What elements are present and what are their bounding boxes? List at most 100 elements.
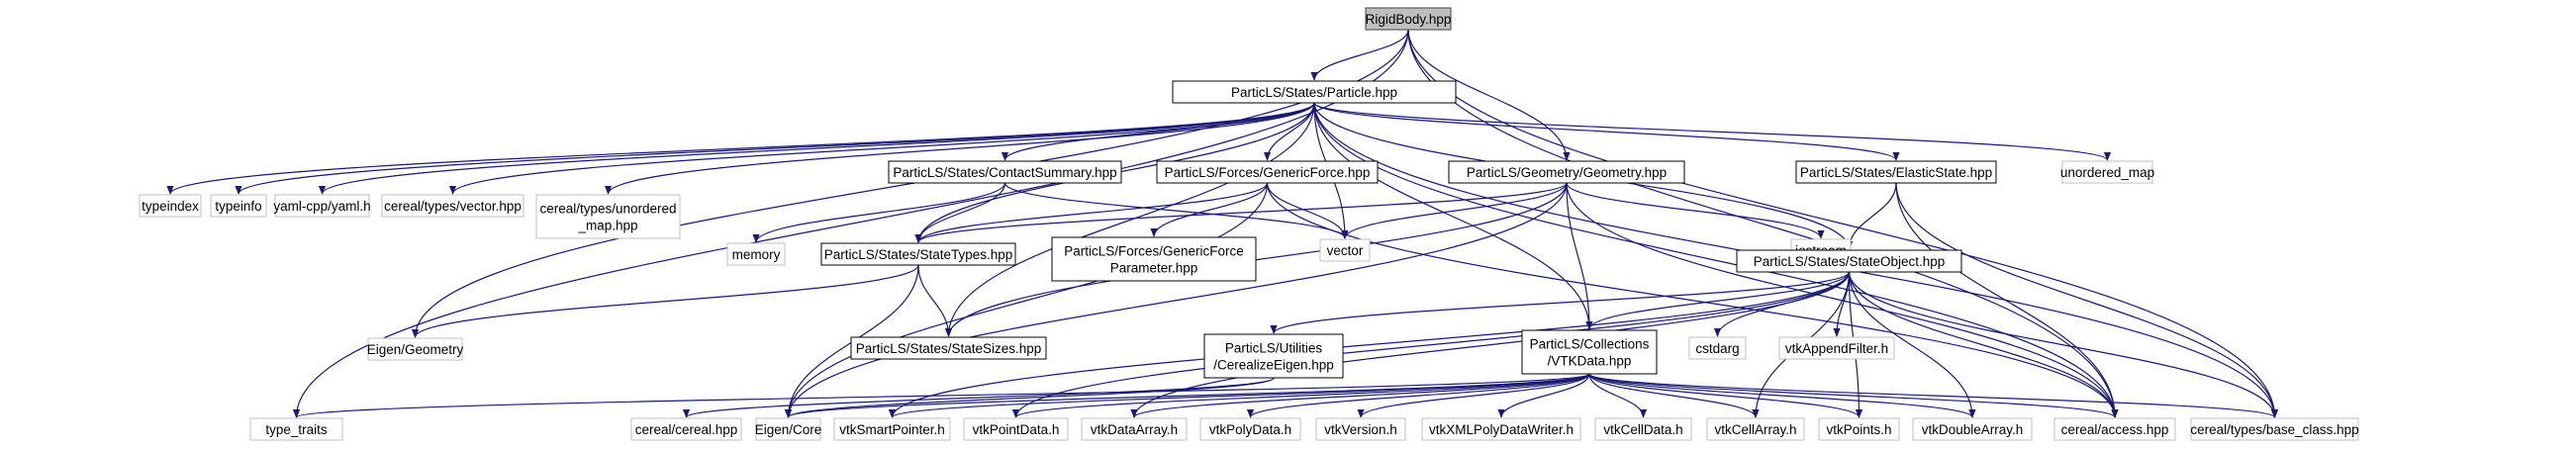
node-rigidbody[interactable]: RigidBody.hpp [1365, 7, 1452, 31]
node-cereal-vector: cereal/types/vector.hpp [381, 194, 525, 218]
node-label: ParticLS/States/Particle.hpp [1231, 85, 1397, 100]
node-label: vtkCellArray.h [1714, 422, 1796, 437]
edge-vtkdata-to-vtk_cell_data [1588, 373, 1648, 418]
node-box [1421, 417, 1581, 441]
node-state-types[interactable]: ParticLS/States/StateTypes.hpp [820, 242, 1016, 266]
node-label: cereal/access.hpp [2061, 422, 2169, 437]
node-vtk-version: vtkVersion.h [1315, 417, 1406, 441]
node-label: vtkDoubleArray.h [1922, 422, 2024, 437]
edge-particle-to-cereal_access [1313, 102, 2119, 418]
node-label: /CerealizeEigen.hpp [1213, 358, 1334, 373]
edge-generic_force-to-state_types [914, 182, 1269, 243]
node-label: typeinfo [215, 199, 261, 214]
node-label: Eigen/Geometry [367, 342, 464, 357]
node-label: ParticLS/States/ElasticState.hpp [1800, 165, 1992, 180]
edge-particle-to-yaml [319, 102, 1315, 195]
node-generic-force[interactable]: ParticLS/Forces/GenericForce.hpp [1156, 160, 1379, 184]
node-label: memory [732, 247, 781, 262]
edge-particle-to-vtkdata [1313, 102, 1593, 330]
node-label: unordered_map [2060, 165, 2154, 180]
edge-geometry_hpp-to-eigen_core [784, 182, 1568, 418]
edge-particle-to-elastic_state [1313, 102, 1900, 161]
node-vtkdata[interactable]: ParticLS/Collections/VTKData.hpp [1521, 329, 1658, 375]
edge-particle-to-state_sizes [944, 102, 1315, 337]
edge-elastic_state-to-cereal_base_class [1895, 182, 2279, 418]
edge-state_object-to-cereal_access [1848, 271, 2119, 418]
node-box [249, 417, 343, 441]
node-label: typeindex [142, 199, 199, 214]
node-type-traits: type_traits [249, 417, 343, 441]
node-state-object[interactable]: ParticLS/States/StateObject.hpp [1736, 249, 1962, 273]
node-label: cstdarg [1695, 341, 1739, 356]
edge-cerealize_eigen-to-cereal_cereal [683, 377, 1275, 418]
node-label: ParticLS/Collections [1530, 337, 1650, 352]
node-label: ParticLS/States/StateTypes.hpp [824, 247, 1013, 262]
node-label: ParticLS/Forces/GenericForce.hpp [1165, 165, 1371, 180]
node-contact-summary[interactable]: ParticLS/States/ContactSummary.hpp [888, 160, 1122, 184]
node-eigen-core: Eigen/Core [755, 417, 821, 441]
node-box [1081, 417, 1188, 441]
node-box [726, 242, 786, 266]
edge-particle-to-unordered_map [1313, 102, 2111, 161]
node-box [755, 417, 821, 441]
node-label: yaml-cpp/yaml.h [273, 199, 370, 214]
edge-vtkdata-to-cereal_access [1588, 373, 2119, 418]
node-cereal-unordered-map: cereal/types/unordered_map.hpp [535, 194, 681, 239]
node-box [210, 194, 267, 218]
node-box [1203, 333, 1344, 379]
node-box [1688, 336, 1747, 360]
edge-contact_summary-to-state_types [914, 182, 1006, 243]
node-vtk-poly-data: vtkPolyData.h [1199, 417, 1301, 441]
node-typeinfo: typeinfo [210, 194, 267, 218]
node-box [963, 417, 1069, 441]
node-label: cereal/types/base_class.hpp [2190, 422, 2358, 437]
node-elastic-state[interactable]: ParticLS/States/ElasticState.hpp [1795, 160, 1997, 184]
node-box [1448, 160, 1685, 184]
node-particle[interactable]: ParticLS/States/Particle.hpp [1172, 80, 1457, 104]
node-cstdarg: cstdarg [1688, 336, 1747, 360]
edge-vtkdata-to-vtk_poly_data [1247, 373, 1590, 418]
node-cereal-cereal: cereal/cereal.hpp [630, 417, 742, 441]
node-box [1172, 80, 1457, 104]
node-label: vtkAppendFilter.h [1785, 341, 1888, 356]
node-label: RigidBody.hpp [1366, 12, 1452, 27]
node-box [1795, 160, 1997, 184]
edge-state_object-to-vtk_point_data [1012, 271, 1851, 418]
node-generic-force-param[interactable]: ParticLS/Forces/GenericForceParameter.hp… [1051, 236, 1257, 282]
node-box [1199, 417, 1301, 441]
node-state-sizes[interactable]: ParticLS/States/StateSizes.hpp [850, 336, 1047, 360]
node-label: vtkXMLPolyDataWriter.h [1429, 422, 1574, 437]
edge-state_types-to-eigen_geometry [412, 264, 919, 338]
edge-vtkdata-to-cereal_base_class [1588, 373, 2278, 418]
edge-particle-to-cereal_unordered_map [605, 102, 1315, 195]
node-box [1912, 417, 2033, 441]
node-box [1778, 336, 1895, 360]
node-geometry-hpp[interactable]: ParticLS/Geometry/Geometry.hpp [1448, 160, 1685, 184]
node-unordered-map: unordered_map [2060, 160, 2154, 184]
node-box [820, 242, 1016, 266]
node-label: ParticLS/Geometry/Geometry.hpp [1467, 165, 1667, 180]
edge-particle-to-typeinfo [235, 102, 1315, 195]
node-box [888, 160, 1122, 184]
edge-generic_force-to-cereal_access [1266, 182, 2119, 418]
node-vtk-points: vtkPoints.h [1818, 417, 1900, 441]
node-label: ParticLS/States/StateSizes.hpp [856, 341, 1042, 356]
node-vtk-point-data: vtkPointData.h [963, 417, 1069, 441]
node-cerealize-eigen[interactable]: ParticLS/Utilities/CerealizeEigen.hpp [1203, 333, 1344, 379]
edge-vtkdata-to-vtk_cell_array [1588, 373, 1760, 418]
edge-vtkdata-to-vtk_smart_pointer [889, 373, 1590, 418]
edge-vtkdata-to-vtk_version [1357, 373, 1590, 418]
edge-vtkdata-to-vtk_data_array [1130, 373, 1590, 418]
node-box [2190, 417, 2359, 441]
node-label: vector [1327, 243, 1364, 258]
node-label: ParticLS/States/StateObject.hpp [1754, 254, 1946, 269]
edge-vtkdata-to-vtk_xml_poly_data_writer [1497, 373, 1590, 418]
node-box [381, 194, 525, 218]
edge-generic_force-to-generic_force_param [1150, 182, 1269, 237]
node-label: vtkDataArray.h [1091, 422, 1178, 437]
node-box [274, 194, 370, 218]
node-label: vtkSmartPointer.h [839, 422, 945, 437]
edge-state_object-to-cereal_base_class [1848, 271, 2279, 418]
edge-geometry_hpp-to-state_types [914, 182, 1568, 243]
node-box [1594, 417, 1692, 441]
